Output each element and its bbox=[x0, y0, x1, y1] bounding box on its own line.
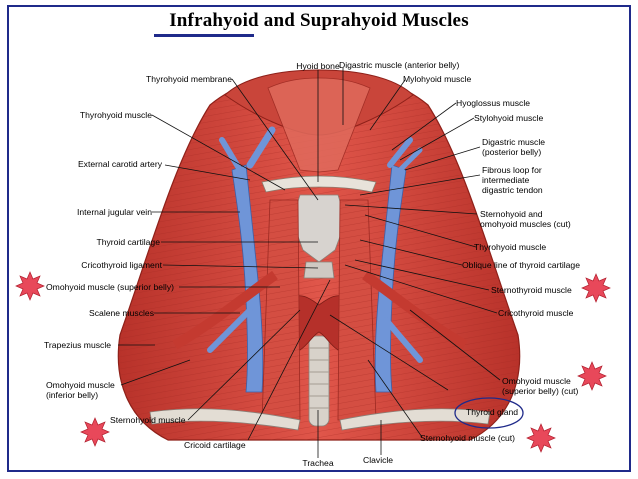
label-omohyoid-superior-cut-line2: (superior belly) (cut) bbox=[502, 386, 579, 396]
label-mylohyoid: Mylohyoid muscle bbox=[403, 74, 472, 84]
slide-frame bbox=[7, 5, 631, 472]
internal-jugular-vein-right bbox=[374, 164, 407, 393]
label-hyoglossus: Hyoglossus muscle bbox=[456, 98, 531, 108]
label-sternohyoid-omohyoid-line2: omohyoid muscles (cut) bbox=[480, 219, 571, 229]
label-digastric-posterior-line1: Digastric muscle bbox=[482, 137, 546, 147]
label-fibrous-loop-line2: intermediate bbox=[482, 175, 530, 185]
label-fibrous-loop-line1: Fibrous loop for bbox=[482, 165, 542, 175]
clavicle-right bbox=[339, 408, 491, 431]
starburst-icon bbox=[15, 271, 45, 301]
label-omohyoid-superior-left: Omohyoid muscle (superior belly) bbox=[46, 282, 174, 292]
label-cricothyroid-ligament: Cricothyroid ligament bbox=[81, 260, 162, 270]
starburst-icon bbox=[526, 423, 556, 453]
starburst-icon bbox=[80, 417, 110, 447]
highlight-oval-icon bbox=[454, 397, 524, 429]
cricoid-cartilage bbox=[303, 261, 335, 279]
label-digastric-anterior: Digastric muscle (anterior belly) bbox=[339, 60, 460, 70]
thyroid-gland bbox=[286, 295, 352, 351]
label-digastric-posterior-line2: (posterior belly) bbox=[482, 147, 542, 157]
label-stylohyoid: Stylohyoid muscle bbox=[474, 113, 544, 123]
starburst-icon bbox=[577, 361, 607, 391]
label-digastric-posterior: Digastric muscle (posterior belly) bbox=[482, 137, 545, 157]
label-sternohyoid-left: Sternohyoid muscle bbox=[110, 415, 186, 425]
label-internal-jugular: Internal jugular vein bbox=[76, 207, 152, 217]
label-fibrous-loop-line3: digastric tendon bbox=[482, 185, 543, 195]
label-thyrohyoid-muscle-right: Thyrohyoid muscle bbox=[474, 242, 547, 252]
label-sternohyoid-cut: Sternohyoid muscle (cut) bbox=[420, 433, 516, 443]
label-sternohyoid-omohyoid-line1: Sternohyoid and bbox=[480, 209, 543, 219]
label-thyrohyoid-muscle-left: Thyrohyoid muscle bbox=[79, 110, 152, 120]
label-sternohyoid-omohyoid: Sternohyoid and omohyoid muscles (cut) bbox=[480, 209, 571, 229]
label-fibrous-loop: Fibrous loop for intermediate digastric … bbox=[482, 165, 543, 195]
label-omohyoid-inferior-line1: Omohyoid muscle bbox=[46, 380, 115, 390]
label-thyrohyoid-membrane: Thyrohyoid membrane bbox=[146, 74, 232, 84]
title-underline bbox=[154, 34, 254, 37]
label-sternothyroid: Sternothyroid muscle bbox=[491, 285, 572, 295]
label-thyroid-gland: Thyroid gland bbox=[466, 407, 519, 417]
label-omohyoid-superior-cut-line1: Omohyoid muscle bbox=[502, 376, 571, 386]
label-cricothyroid-muscle: Cricothyroid muscle bbox=[498, 308, 574, 318]
label-hyoid-bone: Hyoid bone bbox=[296, 61, 340, 71]
label-cricoid-cartilage: Cricoid cartilage bbox=[184, 440, 246, 450]
label-omohyoid-inferior-line2: (inferior belly) bbox=[46, 390, 99, 400]
internal-jugular-vein-left bbox=[231, 164, 264, 393]
leader-lines bbox=[118, 68, 501, 458]
label-thyroid-cartilage: Thyroid cartilage bbox=[96, 237, 160, 247]
label-omohyoid-inferior: Omohyoid muscle (inferior belly) bbox=[46, 380, 115, 400]
slide-title: Infrahyoid and Suprahyoid Muscles bbox=[169, 10, 469, 31]
label-clavicle: Clavicle bbox=[363, 455, 394, 465]
hyoid-bone bbox=[261, 175, 377, 193]
trachea bbox=[308, 335, 330, 427]
label-external-carotid: External carotid artery bbox=[77, 159, 162, 169]
starburst-icon bbox=[581, 273, 611, 303]
label-omohyoid-superior-cut: Omohyoid muscle (superior belly) (cut) bbox=[502, 376, 578, 396]
label-scalene: Scalene muscles bbox=[89, 308, 154, 318]
label-trapezius: Trapezius muscle bbox=[44, 340, 112, 350]
clavicle-left bbox=[149, 408, 301, 431]
label-trachea: Trachea bbox=[302, 458, 334, 468]
label-oblique-line: Oblique line of thyroid cartilage bbox=[462, 260, 580, 270]
